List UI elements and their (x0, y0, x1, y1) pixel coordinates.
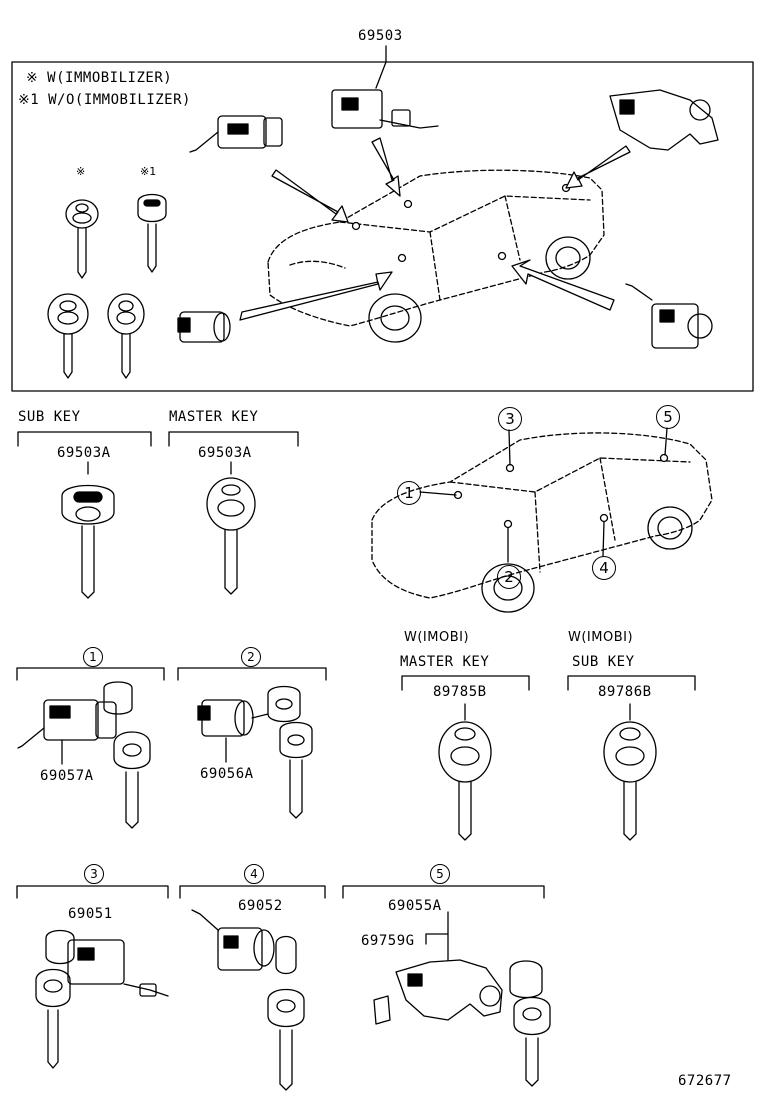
diagram-id: 672677 (678, 1073, 732, 1089)
top-frame (11, 61, 754, 392)
group-1-bracket (16, 667, 165, 681)
key-mark-no-immobilizer: ※1 (140, 165, 157, 178)
group-4-drawing (191, 909, 305, 1091)
top-door-cylinder-right (625, 283, 713, 349)
group-3-number: 3 (84, 864, 104, 884)
imobi-master-note: W(IMOBI) (404, 630, 470, 645)
imobi-master-key-drawing (438, 721, 492, 841)
group-4-part: 69052 (238, 898, 283, 914)
top-key-no-immobilizer (137, 193, 167, 273)
sub-key-part: 69503A (57, 445, 111, 461)
group-4-bracket (179, 885, 326, 899)
master-key-title: MASTER KEY (169, 409, 259, 425)
group-5-bracket (342, 885, 545, 899)
imobi-sub-bracket (567, 675, 696, 691)
top-part-number: 69503 (358, 28, 403, 44)
imobi-master-title: MASTER KEY (400, 654, 490, 670)
callout-car-points (453, 453, 669, 529)
legend-line-1: ※ W(IMMOBILIZER) (26, 70, 172, 86)
top-ignition-cylinder (189, 115, 283, 153)
top-door-cylinder-left (177, 311, 231, 343)
car-callout-5: 5 (656, 405, 680, 429)
imobi-sub-key-drawing (603, 721, 657, 841)
group-2-part: 69056A (200, 766, 254, 782)
legend-line-2: ※1 W/O(IMMOBILIZER) (18, 92, 191, 108)
sub-key-bracket (17, 431, 152, 447)
top-arrows (239, 137, 631, 321)
group-3-bracket (16, 885, 169, 899)
imobi-master-part: 89785B (433, 684, 487, 700)
group-5-part: 69055A (388, 898, 442, 914)
car-callout-4: 4 (592, 556, 616, 580)
group-2-number: 2 (241, 647, 261, 667)
top-car-wheels (368, 236, 591, 343)
group-5-sub-part: 69759G (361, 933, 415, 949)
callout-leaders (419, 427, 668, 563)
group-1-drawing (17, 681, 151, 829)
top-car-points (351, 183, 571, 263)
legend-text-2: W/O(IMMOBILIZER) (48, 92, 191, 108)
group-5-drawing (373, 911, 551, 1087)
imobi-master-bracket (401, 675, 530, 691)
group-1-number: 1 (83, 647, 103, 667)
legend-mark-1: ※ (26, 70, 39, 86)
group-1-part: 69057A (40, 768, 94, 784)
group-4-number: 4 (244, 864, 264, 884)
legend-mark-2: ※1 (18, 92, 40, 108)
top-glove-lock (331, 89, 439, 129)
legend-text-1: W(IMMOBILIZER) (47, 70, 173, 86)
group-2-bracket (177, 667, 327, 681)
group-2-drawing (197, 685, 313, 819)
top-key-immobilizer (65, 199, 99, 279)
imobi-sub-part: 89786B (598, 684, 652, 700)
imobi-sub-title: SUB KEY (572, 654, 635, 670)
group-3-part: 69051 (68, 906, 113, 922)
top-key-bottom-left (47, 293, 89, 379)
master-key-bracket (168, 431, 299, 447)
car-callout-2: 2 (497, 565, 521, 589)
callout-car-outline (371, 432, 713, 599)
top-trunk-lock (609, 89, 719, 151)
top-car-outline (267, 169, 605, 327)
master-key-part: 69503A (198, 445, 252, 461)
imobi-sub-note: W(IMOBI) (568, 630, 634, 645)
car-callout-3: 3 (498, 407, 522, 431)
top-key-bottom-right (107, 293, 145, 379)
key-mark-immobilizer: ※ (76, 165, 86, 178)
top-leader-2 (375, 61, 387, 89)
master-key-drawing (206, 477, 256, 595)
sub-key-title: SUB KEY (18, 409, 81, 425)
car-callout-1: 1 (397, 481, 421, 505)
group-5-number: 5 (430, 864, 450, 884)
group-3-drawing (35, 929, 169, 1069)
callout-car-wheels (481, 506, 693, 613)
sub-key-drawing (61, 484, 115, 599)
